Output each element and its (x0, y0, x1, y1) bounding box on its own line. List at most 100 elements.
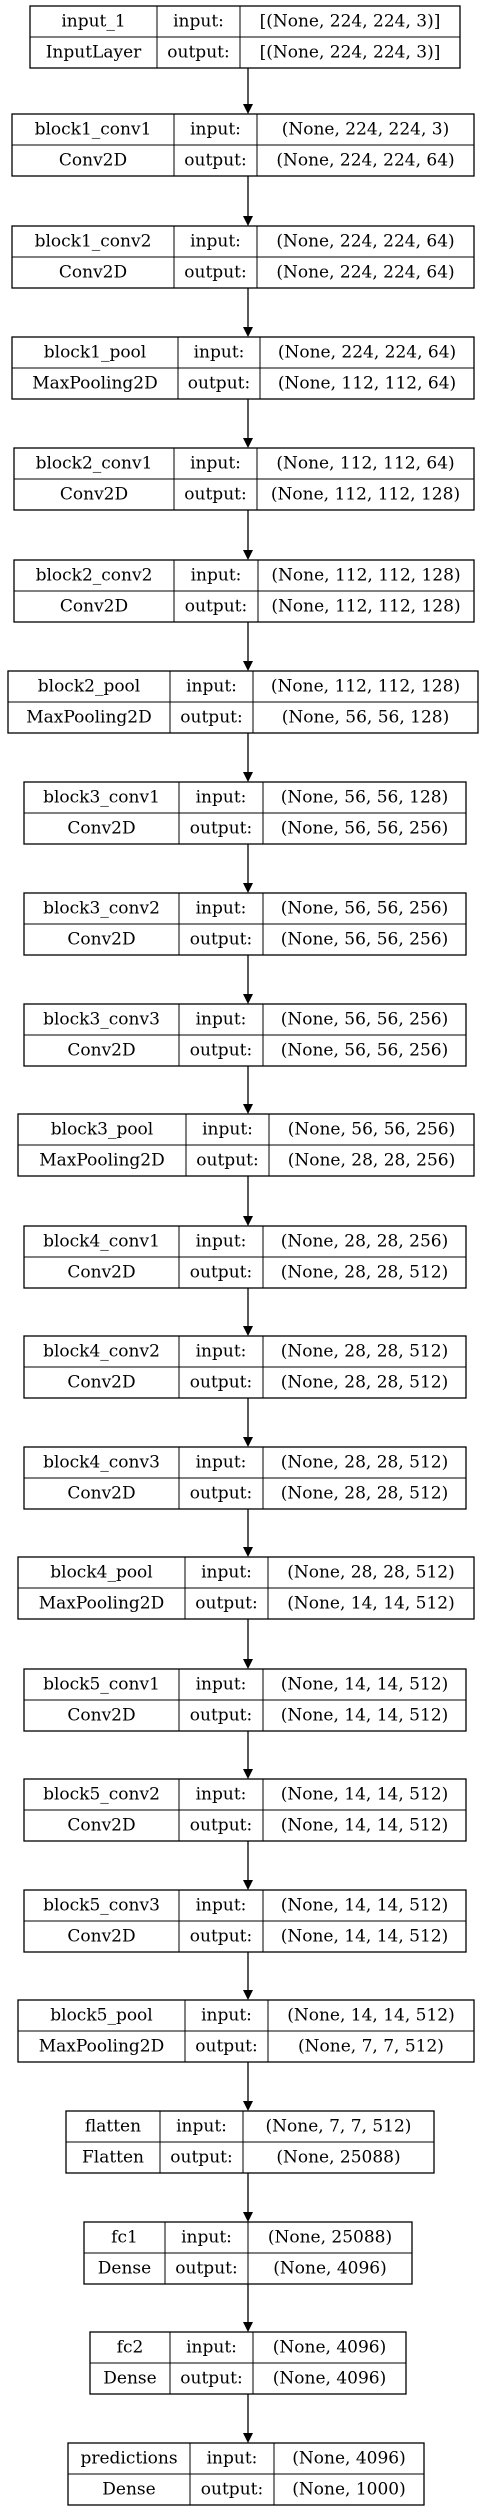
input-label: input: (196, 1232, 247, 1252)
arrowhead-icon (243, 1659, 253, 1669)
connector-arrow (243, 2173, 253, 2222)
input-shape: (None, 56, 56, 128) (281, 788, 449, 808)
arrowhead-icon (243, 2101, 253, 2111)
input-label: input: (202, 1120, 253, 1140)
input-label: input: (196, 1342, 247, 1362)
connector-arrow (243, 1619, 253, 1669)
output-shape: (None, 25088) (276, 2148, 400, 2168)
output-shape: [(None, 224, 224, 3)] (260, 43, 441, 63)
input-label: input: (201, 1563, 252, 1583)
arrowhead-icon (243, 438, 253, 448)
arrowhead-icon (243, 1104, 253, 1114)
arrowhead-icon (243, 2322, 253, 2332)
output-shape: (None, 4096) (273, 2369, 386, 2389)
output-label: output: (190, 1484, 252, 1504)
layer-type: Flatten (82, 2148, 144, 2168)
layer-name: fc1 (111, 2228, 138, 2248)
layer-name: block2_pool (38, 677, 140, 697)
output-shape: (None, 224, 224, 64) (276, 151, 454, 171)
output-shape: (None, 14, 14, 512) (281, 1816, 449, 1836)
layer-type: MaxPooling2D (39, 1594, 165, 1614)
input-shape: (None, 28, 28, 512) (281, 1453, 449, 1473)
arrowhead-icon (243, 883, 253, 893)
layer-name: block2_conv1 (36, 454, 153, 474)
layer-type: Conv2D (67, 1041, 135, 1061)
arrowhead-icon (243, 550, 253, 560)
input-label: input: (186, 677, 237, 697)
connector-arrow (243, 1731, 253, 1779)
input-label: input: (196, 1896, 247, 1916)
output-label: output: (190, 1816, 252, 1836)
arrowhead-icon (243, 327, 253, 337)
output-shape: (None, 56, 56, 256) (281, 930, 449, 950)
layer-name: block4_pool (50, 1563, 152, 1583)
output-shape: (None, 28, 28, 512) (281, 1484, 449, 1504)
output-label: output: (175, 2259, 237, 2279)
input-shape: (None, 4096) (292, 2449, 405, 2469)
arrowhead-icon (243, 104, 253, 114)
input-label: input: (190, 232, 241, 252)
connector-arrow (243, 844, 253, 893)
output-shape: (None, 4096) (273, 2259, 386, 2279)
layer-name: block2_conv2 (36, 566, 153, 586)
layer-name: input_1 (61, 12, 125, 32)
input-shape: [(None, 224, 224, 3)] (260, 12, 441, 32)
arrowhead-icon (243, 1880, 253, 1890)
layer-type: Conv2D (60, 485, 128, 505)
layer-type: Dense (102, 2480, 155, 2500)
input-label: input: (190, 120, 241, 140)
connector-arrow (243, 176, 253, 226)
input-shape: (None, 14, 14, 512) (281, 1896, 449, 1916)
input-label: input: (173, 12, 224, 32)
input-shape: (None, 28, 28, 512) (287, 1563, 455, 1583)
layer-name: block1_conv2 (35, 232, 152, 252)
layer-node-block2_pool: block2_poolMaxPooling2Dinput:output:(Non… (7, 670, 479, 734)
output-label: output: (190, 1927, 252, 1947)
connector-arrow (243, 1288, 253, 1336)
input-shape: (None, 112, 112, 128) (271, 677, 460, 697)
layer-name: block1_conv1 (35, 120, 152, 140)
input-shape: (None, 56, 56, 256) (281, 1010, 449, 1030)
layer-type: MaxPooling2D (32, 374, 158, 394)
arrowhead-icon (243, 2212, 253, 2222)
layer-type: Conv2D (67, 930, 135, 950)
input-label: input: (196, 1010, 247, 1030)
input-label: input: (181, 2228, 232, 2248)
input-label: input: (201, 2006, 252, 2026)
layer-node-block3_pool: block3_poolMaxPooling2Dinput:output:(Non… (17, 1113, 475, 1177)
layer-type: Conv2D (67, 1484, 135, 1504)
layer-name: predictions (80, 2449, 177, 2469)
output-label: output: (180, 2369, 242, 2389)
layer-name: block3_pool (51, 1120, 153, 1140)
input-label: input: (176, 2117, 227, 2137)
connector-arrow (243, 955, 253, 1004)
input-label: input: (186, 2338, 237, 2358)
input-shape: (None, 56, 56, 256) (281, 899, 449, 919)
arrowhead-icon (243, 1769, 253, 1779)
output-shape: (None, 112, 112, 128) (271, 597, 460, 617)
input-shape: (None, 14, 14, 512) (287, 2006, 455, 2026)
connector-arrow (243, 288, 253, 337)
layer-type: Conv2D (67, 1706, 135, 1726)
layer-type: InputLayer (46, 43, 142, 63)
output-shape: (None, 28, 28, 256) (288, 1151, 456, 1171)
layer-name: block3_conv2 (43, 899, 160, 919)
input-label: input: (196, 1675, 247, 1695)
layer-name: block4_conv2 (43, 1342, 160, 1362)
output-label: output: (184, 263, 246, 283)
layer-node-block4_pool: block4_poolMaxPooling2Dinput:output:(Non… (17, 1556, 475, 1620)
output-shape: (None, 112, 112, 64) (278, 374, 456, 394)
arrowhead-icon (243, 216, 253, 226)
